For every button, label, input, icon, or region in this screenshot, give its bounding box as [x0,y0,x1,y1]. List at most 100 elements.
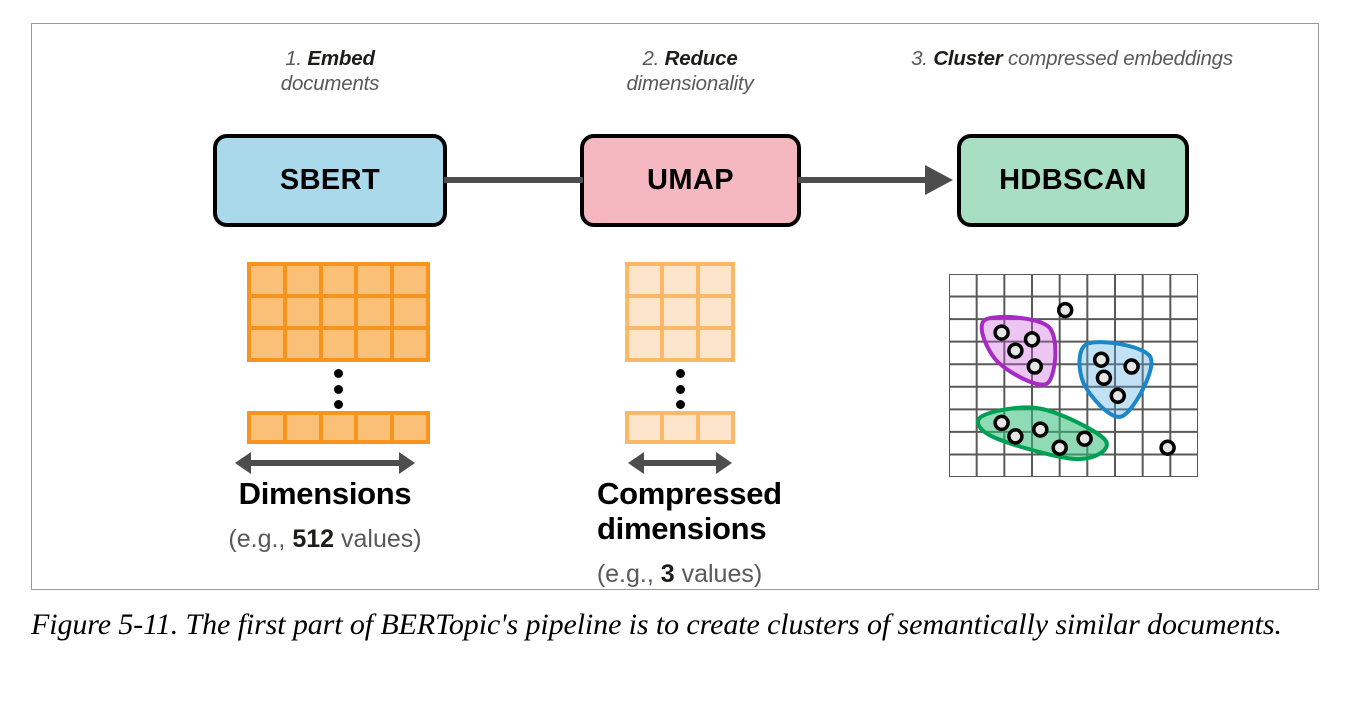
compressed-sublabel-suffix: values) [674,560,763,588]
data-point [993,414,1010,432]
data-point [1007,428,1024,445]
matrix-cell [394,266,426,294]
vector-cell [358,415,391,440]
matrix-cell [699,330,731,358]
matrix-cell [322,266,355,294]
compressed-dimensions-label: Compressed dimensions [597,476,782,546]
stage-caption-3: 3. Cluster compressed embeddings [892,46,1252,71]
vector-cell [251,415,283,440]
process-box-umap-label: UMAP [647,164,734,196]
matrix-cell [322,298,355,326]
process-box-hdbscan-label: HDBSCAN [999,164,1147,196]
dimension-span-arrow-umap [628,452,732,474]
dimensions-label: Dimensions [238,476,412,511]
compressed-dimensions-sublabel: (e.g., 3 values) [577,559,782,589]
dot [333,369,343,378]
compressed-sublabel-prefix: (e.g., [596,560,661,588]
process-box-umap[interactable]: UMAP [580,134,801,227]
matrix-cell [322,330,355,358]
embedding-vector-sbert [247,411,430,444]
cluster-scatter-svg [948,273,1199,478]
connector-line-umap-to-hdbscan [798,177,928,183]
vector-cell [629,415,661,440]
data-point [1023,331,1041,348]
dimensions-sublabel-prefix: (e.g., [228,525,293,553]
cluster-scatter-plot [948,273,1199,478]
matrix-cell [629,298,661,326]
matrix-cell [251,298,283,326]
vector-cell [286,415,319,440]
matrix-cell [394,330,426,358]
dimension-span-arrow-sbert [235,452,415,474]
embedding-matrix-sbert [247,262,430,362]
matrix-cell [699,266,731,294]
compressed-dimensions-value: 3 [660,560,675,588]
stage-1-action: Embed [307,47,375,70]
data-point [1076,430,1093,447]
dot [675,384,685,394]
data-point [1007,342,1024,359]
arrow-right-head-icon [716,452,732,474]
dot [333,384,343,394]
stage-2-object: dimensionality [626,72,754,95]
matrix-cell [394,298,426,326]
arrow-shaft [246,460,404,466]
stage-3-action: Cluster [933,47,1003,70]
matrix-cell [664,330,696,358]
dot [333,400,343,409]
figure-caption: Figure 5-11. The first part of BERTopic'… [31,608,1282,641]
matrix-cell [664,298,696,326]
embedding-vector-umap [625,411,735,444]
outlier-point [1159,439,1176,456]
vector-cell [322,415,355,440]
connector-line-sbert-to-umap [444,177,583,183]
vertical-ellipsis-icon-sbert [333,369,343,409]
vector-cell [664,415,696,440]
dimensions-sublabel: (e.g., 512 values) [185,524,465,554]
stage-3-number: 3. [911,47,928,70]
dot [675,369,685,378]
data-point [1051,439,1068,456]
matrix-cell [286,298,319,326]
matrix-cell [286,266,319,294]
dimensions-sublabel-suffix: values) [334,525,422,553]
data-point [993,324,1010,341]
arrow-shaft [639,460,721,466]
process-box-sbert[interactable]: SBERT [213,134,447,227]
process-box-hdbscan[interactable]: HDBSCAN [957,134,1189,227]
vector-cell [394,415,426,440]
stage-caption-2: 2. Reduce dimensionality [540,46,840,96]
matrix-cell [629,330,661,358]
matrix-cell [358,298,391,326]
matrix-cell [629,266,661,294]
matrix-cell [699,298,731,326]
figure-frame: 1. Embed documents 2. Reduce dimensional… [31,23,1319,590]
outlier-point [1056,301,1074,319]
matrix-cell [358,266,391,294]
stage-2-number: 2. [642,47,660,70]
stage-2-action: Reduce [664,47,738,70]
matrix-cell [286,330,319,358]
process-box-sbert-label: SBERT [279,164,381,196]
stage-1-number: 1. [285,47,302,70]
matrix-cell [251,266,283,294]
arrow-left-head-icon [628,452,644,474]
matrix-cell [664,266,696,294]
arrow-head-icon [925,165,953,195]
arrow-right-head-icon [399,452,415,474]
stage-caption-1: 1. Embed documents [180,46,480,96]
data-point [1032,421,1049,438]
stage-1-object: documents [280,72,380,95]
dimensions-value: 512 [292,525,335,553]
data-point [1109,387,1127,405]
data-point [1026,358,1044,375]
embedding-matrix-umap [625,262,735,362]
arrow-left-head-icon [235,452,251,474]
vector-cell [699,415,731,440]
data-point [1092,351,1110,368]
stage-3-object: compressed embeddings [1008,47,1233,70]
data-point [1123,358,1140,375]
matrix-cell [251,330,283,358]
dot [675,400,685,409]
